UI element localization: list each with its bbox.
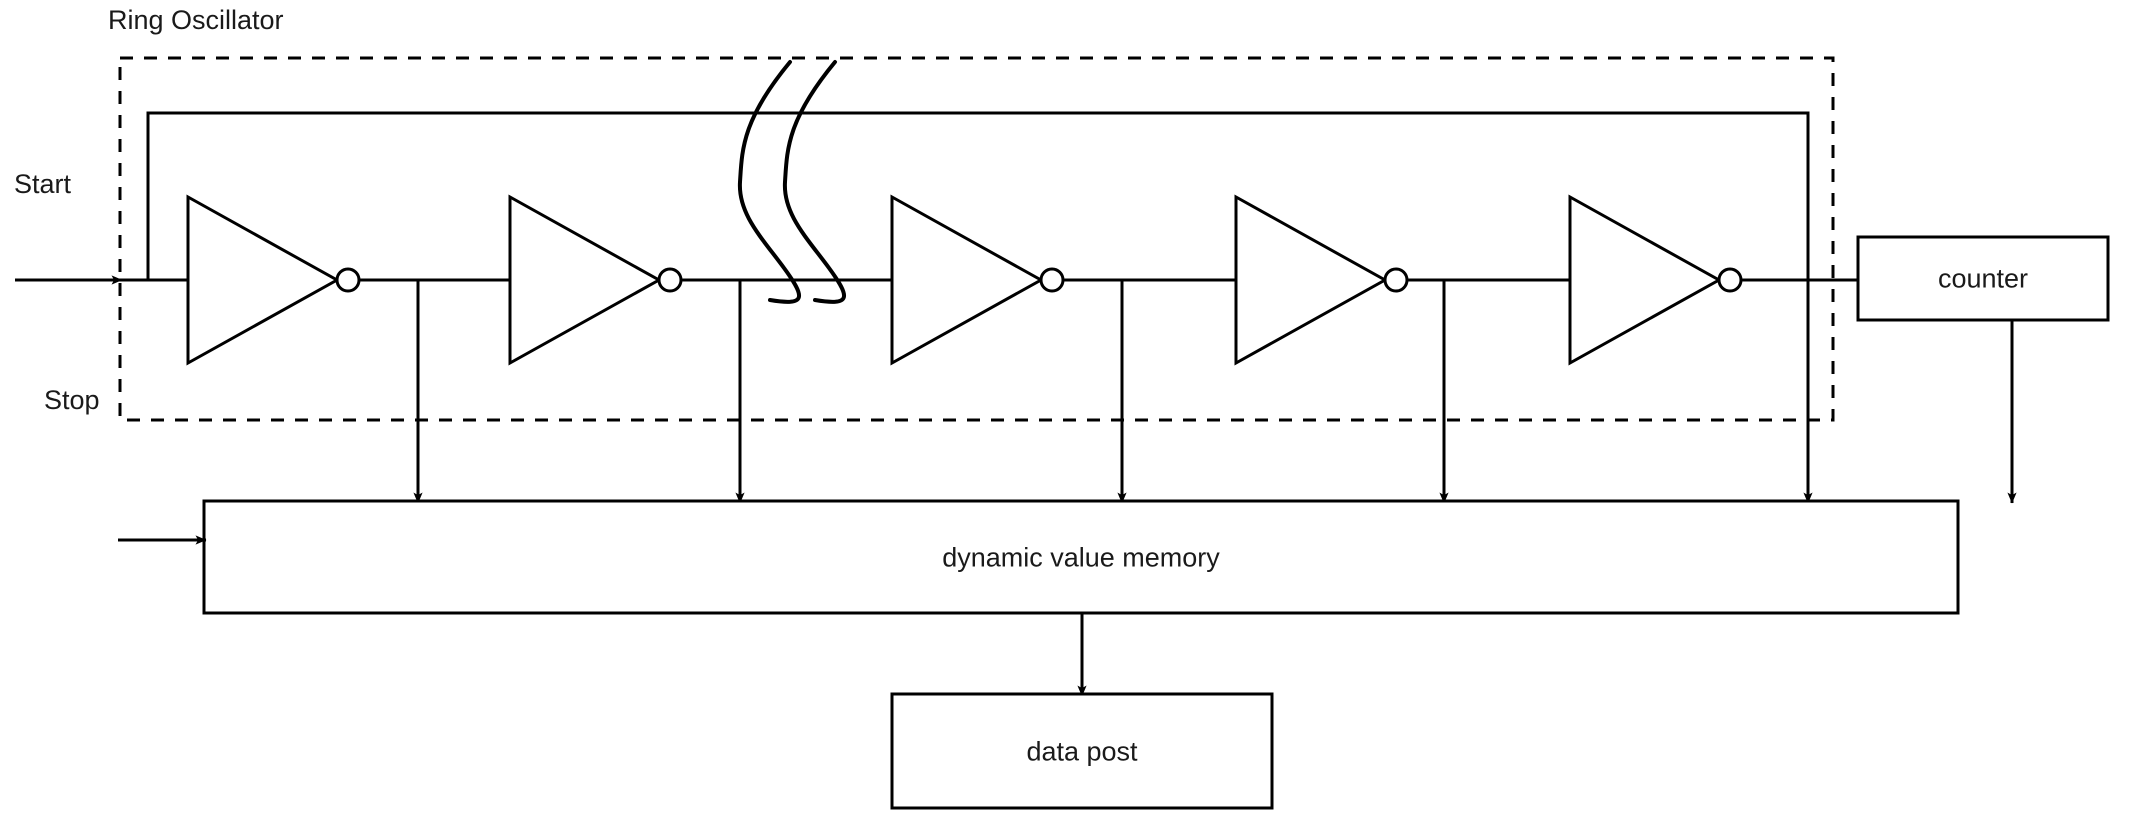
inverter-5-triangle [1568,194,1723,366]
ring-oscillator-group-border [118,56,1835,422]
inverter-3-triangle [890,194,1045,366]
dynamic-value-memory-label: dynamic value memory [942,542,1220,573]
wire-break-squiggle-icon [737,60,846,304]
inverter-1-bubble [335,267,361,293]
inverter-4[interactable] [1234,194,1409,366]
counter-label: counter [1937,263,2029,294]
inverter-4-bubble [1383,267,1409,293]
inverter-1-triangle [186,194,341,366]
inverter-2-triangle [508,194,663,366]
wire-break-curve-left [737,60,801,304]
wire-break-curve-right [782,60,846,304]
data-post-label: data post [1026,736,1138,767]
start-label: Start [14,169,72,199]
feedback-wire [146,111,1810,280]
inverter-5-bubble [1717,267,1743,293]
ring-oscillator-group-label: Ring Oscillator [108,5,284,35]
data-post-rect[interactable] [890,692,1274,810]
counter-block-rect[interactable] [1856,235,2110,322]
inverter-3[interactable] [890,194,1065,366]
inverter-5[interactable] [1568,194,1743,366]
inverter-4-triangle [1234,194,1389,366]
inverter-2[interactable] [508,194,683,366]
inverter-1[interactable] [186,194,361,366]
inverter-3-bubble [1039,267,1065,293]
stop-label: Stop [44,385,100,415]
inverter-2-bubble [657,267,683,293]
dynamic-value-memory-rect[interactable] [202,499,1960,615]
